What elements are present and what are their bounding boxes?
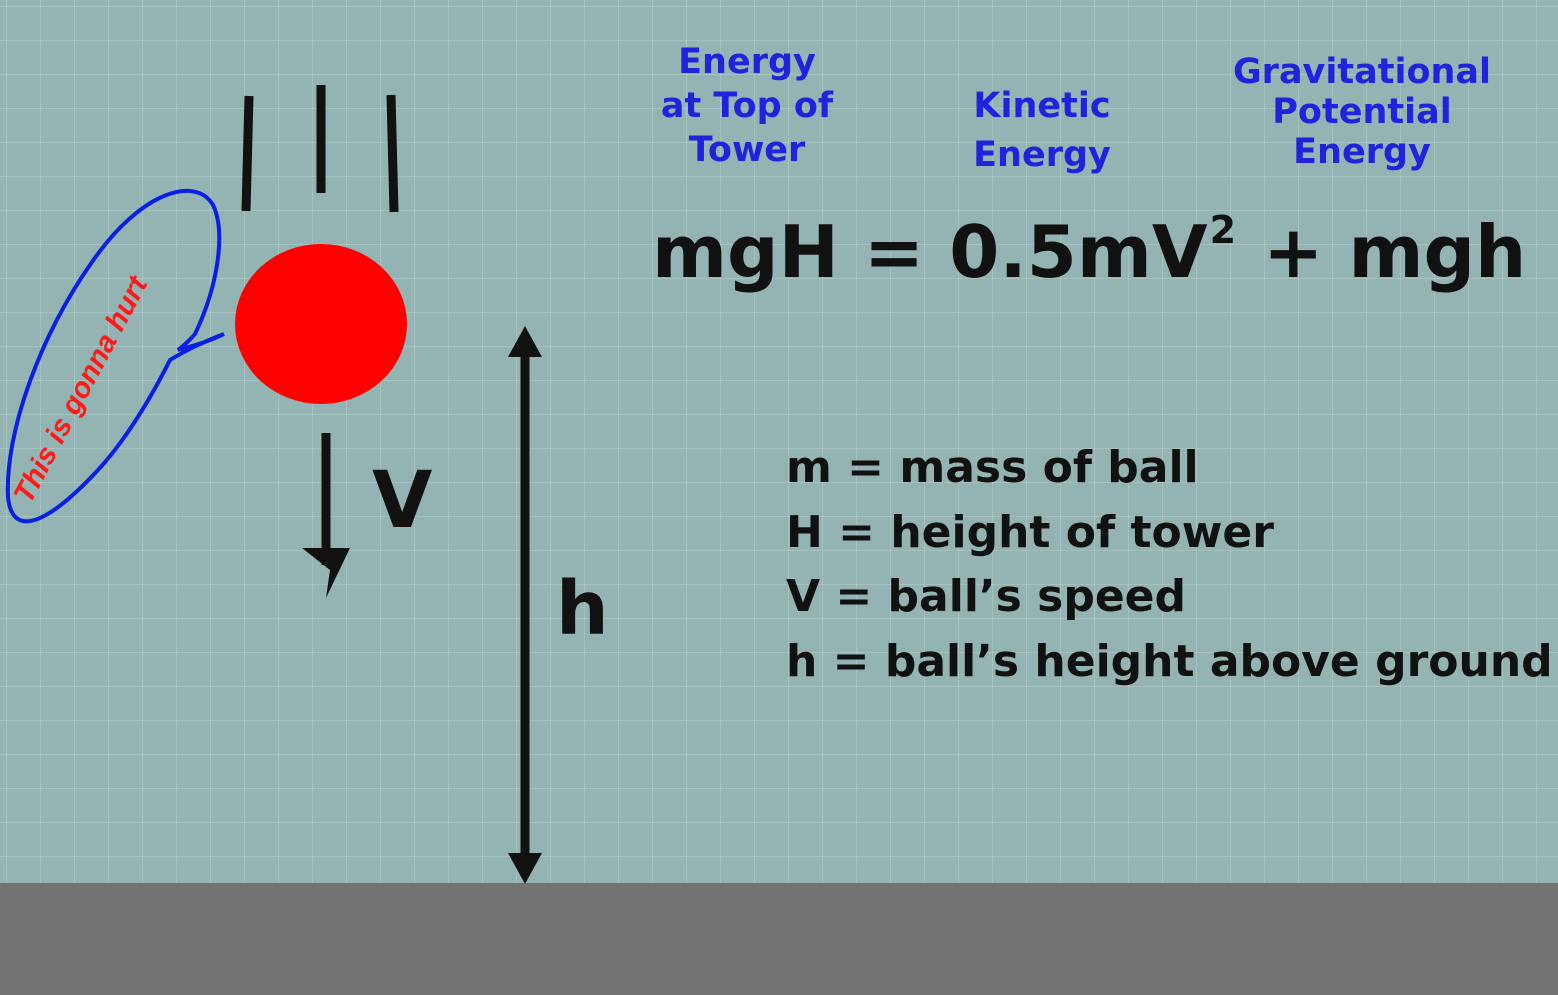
speech-bubble-text: This is gonna hurt [8, 270, 155, 508]
variable-definitions: m = mass of ball H = height of tower V =… [786, 436, 1553, 694]
velocity-label: V [372, 456, 433, 546]
speech-bubble-icon: This is gonna hurt [5, 189, 225, 524]
kinetic-energy-label: Kinetic Energy [973, 86, 1111, 175]
motion-lines-icon [241, 85, 399, 213]
height-label: h [556, 566, 609, 652]
ground [0, 883, 1558, 995]
definition-item: H = height of tower [786, 506, 1274, 558]
energy-at-top-label: Energy at Top of Tower [660, 42, 834, 170]
equation-right: + mgh [1238, 210, 1527, 294]
equation-superscript: 2 [1209, 207, 1237, 252]
definition-item: m = mass of ball [786, 442, 1199, 493]
energy-equation: mgH = 0.5mV2 + mgh [652, 210, 1526, 294]
definition-item: V = ball’s speed [786, 571, 1186, 622]
height-arrow-icon [508, 326, 542, 884]
gravitational-potential-energy-label: Gravitational Potential Energy [1232, 52, 1492, 172]
velocity-arrow-icon [302, 433, 350, 598]
ball [235, 244, 407, 404]
grid-paper-background [0, 0, 1558, 883]
equation-left: mgH = 0.5mV [652, 210, 1208, 294]
definition-item: h = ball’s height above ground [786, 635, 1553, 687]
